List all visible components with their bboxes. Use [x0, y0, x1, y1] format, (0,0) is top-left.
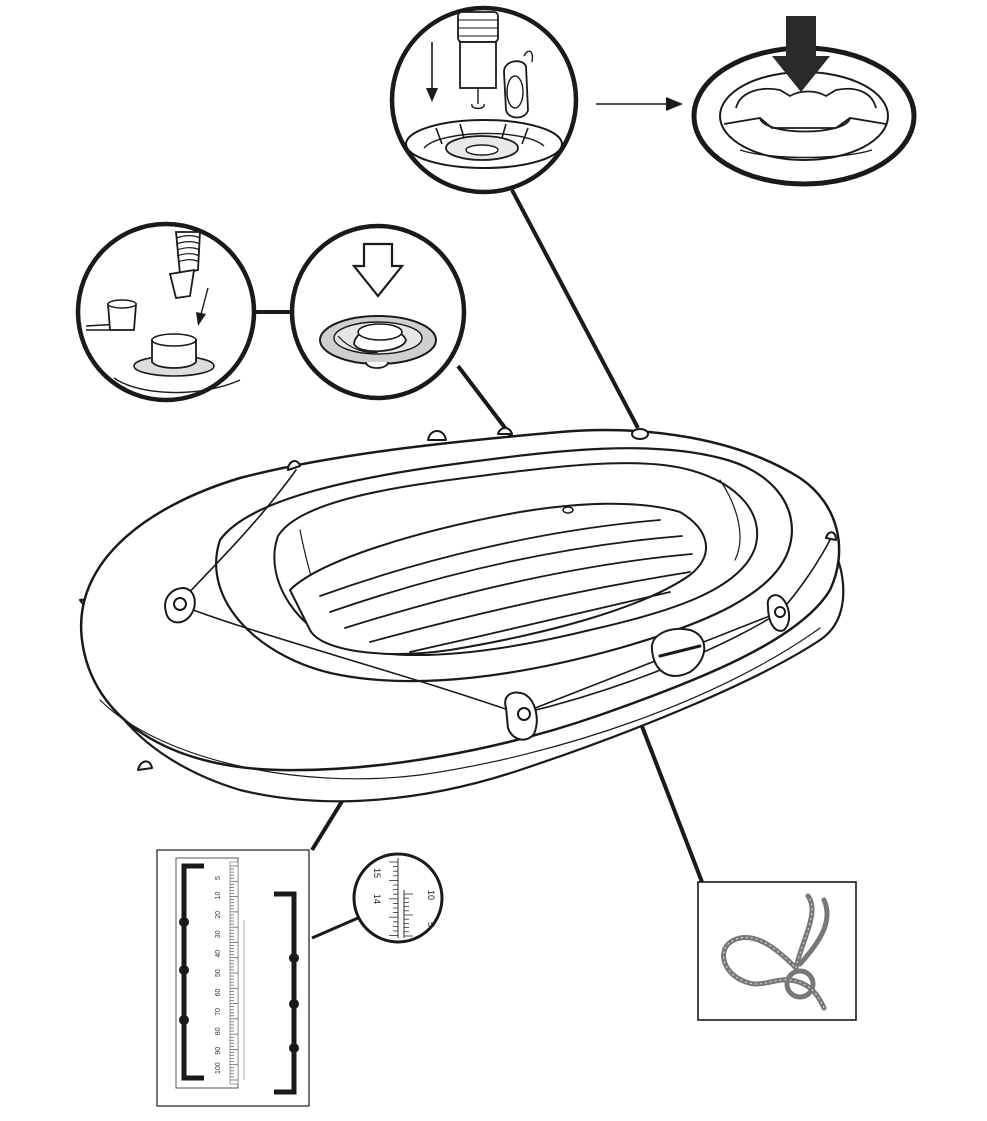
valve-cap-push-icon	[289, 223, 467, 401]
gauge-tick-marks	[230, 865, 238, 1081]
gauge-scale-label: 60	[215, 989, 222, 997]
gauge-scale-label: 20	[215, 911, 222, 919]
gauge-scale-label: 70	[215, 1008, 222, 1016]
gauge-scale-label: 80	[215, 1027, 222, 1035]
pressure-gauge-icon: 100 90 80 70 60 50 40 30 20 10 5	[156, 849, 310, 1107]
leader-line-top-valve	[510, 189, 640, 429]
gauge-scale-label: 10	[215, 892, 222, 900]
arrow-to-detail-head	[666, 97, 683, 111]
valve-closeup-icon	[389, 5, 579, 195]
gauge-scale-label: 30	[215, 930, 222, 938]
gauge-scale-zoom-icon: 15 14 10 5	[352, 852, 444, 944]
boat-floor-panel	[289, 502, 707, 655]
zoom-scale-label: 10	[426, 890, 436, 900]
pump-hose-valve-icon	[75, 221, 257, 403]
zoom-tick-marks	[389, 861, 413, 937]
boat-tube-seam	[99, 627, 821, 780]
boat-grommets	[137, 427, 837, 771]
push-arrow	[772, 16, 830, 92]
boat-top-valve	[631, 428, 649, 440]
boat-floor-valve	[562, 506, 574, 514]
inflatable-boat-icon	[78, 427, 845, 803]
zoom-scale-labels: 15 14 10 5	[372, 868, 436, 927]
gauge-scale-label: 40	[215, 950, 222, 958]
boat-oarlock	[650, 628, 706, 677]
outline-down-arrow	[351, 242, 405, 298]
zoom-scale-label: 15	[372, 868, 382, 878]
rope-knot-icon	[697, 881, 857, 1021]
one-way-valve-detail-icon	[691, 16, 917, 187]
gauge-scale-label: 50	[215, 969, 222, 977]
gauge-scale-label: 90	[215, 1047, 222, 1055]
gauge-scale-label: 5	[215, 876, 222, 880]
gauge-scale-labels: 100 90 80 70 60 50 40 30 20 10 5	[215, 876, 222, 1074]
zoom-scale-label: 5	[426, 922, 436, 927]
connector-gauge-zoom	[311, 916, 359, 940]
gauge-scale-label: 100	[215, 1062, 222, 1074]
boat-floor-ribs	[319, 519, 693, 653]
zoom-scale-label: 14	[372, 894, 382, 904]
